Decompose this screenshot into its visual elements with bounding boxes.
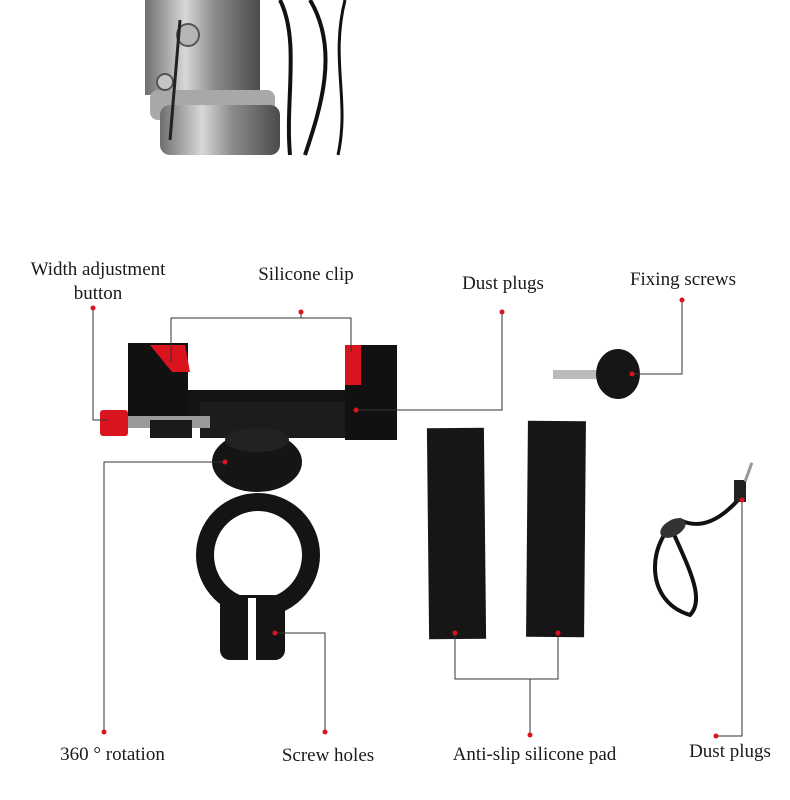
label-dust-plugs-top: Dust plugs: [462, 273, 544, 294]
silicone-pad-icon: [426, 420, 586, 640]
dust-plug-lanyard-icon: [653, 462, 754, 618]
phone-holder-icon: [100, 343, 397, 660]
label-silicone-clip: Silicone clip: [258, 264, 354, 285]
bike-stem-photo: [145, 0, 347, 156]
label-fixing-screws: Fixing screws: [629, 269, 737, 290]
label-rotation: 360 ° rotation: [60, 744, 165, 765]
label-anti-slip-pad: Anti-slip silicone pad: [452, 744, 617, 765]
label-width-adjustment: Width adjustment button: [18, 258, 178, 306]
label-dust-plugs-bottom: Dust plugs: [689, 741, 771, 762]
label-width-adjustment-line2: button: [73, 283, 123, 304]
label-width-adjustment-line1: Width adjustment: [30, 259, 166, 280]
label-screw-holes: Screw holes: [281, 745, 375, 766]
thumb-screw-icon: [553, 349, 640, 399]
